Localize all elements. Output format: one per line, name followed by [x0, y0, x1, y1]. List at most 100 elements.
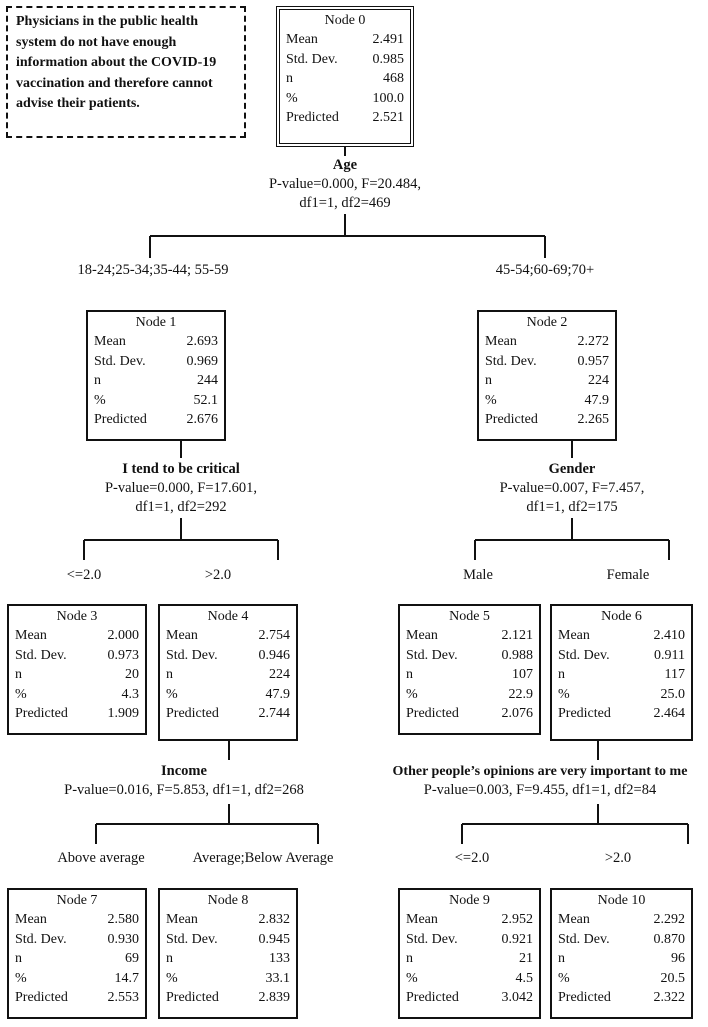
connector-income-to-children	[95, 804, 319, 844]
node-pred-value: 2.464	[653, 706, 686, 721]
split-i-tend-to-be-critical: I tend to be critical P-value=0.000, F=1…	[56, 460, 306, 517]
question-note: Physicians in the public health system d…	[6, 6, 246, 138]
node-sd-value: 0.973	[107, 647, 140, 663]
node-mean-value: 2.832	[258, 912, 291, 927]
row-label-pct: %	[286, 90, 298, 106]
node-sd-value: 0.870	[653, 931, 686, 947]
node-n-value: 244	[197, 373, 218, 388]
node-pred-value: 2.521	[372, 110, 405, 125]
node-title: Node 6	[601, 609, 642, 624]
node-pct-value: 52.1	[193, 392, 219, 408]
node-mean-value: 2.693	[186, 334, 219, 349]
node-n-value: 117	[664, 667, 685, 682]
split-variable: Income	[161, 763, 207, 779]
split-stats-line1: P-value=0.000, F=20.484,	[268, 176, 422, 192]
branch-label-critical-left: <=2.0	[66, 567, 102, 583]
node-pct-value: 14.7	[114, 970, 140, 986]
row-label-mean: Mean	[406, 628, 438, 643]
node-pred-value: 2.744	[258, 706, 291, 721]
node-title: Node 8	[207, 893, 249, 908]
node-pct-value: 33.1	[265, 970, 291, 986]
node-title: Node 9	[449, 893, 490, 908]
row-label-sd: Std. Dev.	[406, 647, 458, 663]
row-label-pct: %	[166, 970, 178, 986]
row-label-n: n	[15, 951, 22, 966]
node-n-value: 224	[588, 373, 609, 388]
node-mean-value: 2.410	[653, 628, 686, 643]
row-label-pred: Predicted	[166, 990, 219, 1005]
row-label-pct: %	[406, 686, 418, 702]
row-label-pred: Predicted	[286, 110, 339, 125]
row-label-pct: %	[558, 686, 570, 702]
split-stats-line1: P-value=0.007, F=7.457,	[499, 480, 645, 496]
node-mean-value: 2.272	[577, 334, 610, 349]
node-mean-value: 2.491	[372, 32, 405, 47]
split-variable: Age	[332, 157, 358, 173]
branch-label-income-right: Average;Below Average	[192, 850, 334, 866]
row-label-pred: Predicted	[558, 706, 611, 721]
connector-gender-to-children	[474, 518, 670, 560]
node-sd-value: 0.988	[501, 647, 534, 663]
node-pred-value: 2.076	[501, 706, 534, 721]
row-label-sd: Std. Dev.	[406, 931, 458, 947]
node-n-value: 69	[125, 951, 139, 966]
row-label-pred: Predicted	[406, 990, 459, 1005]
row-label-mean: Mean	[166, 912, 198, 927]
node-n-value: 224	[269, 667, 290, 682]
node-title: Node 5	[449, 609, 490, 624]
node-sd-value: 0.946	[258, 647, 291, 663]
node-pred-value: 1.909	[107, 706, 140, 721]
row-label-n: n	[558, 951, 565, 966]
split-stats-line1: P-value=0.003, F=9.455, df1=1, df2=84	[423, 782, 657, 798]
row-label-n: n	[286, 71, 293, 86]
branch-label-age-left: 18-24;25-34;35-44; 55-59	[77, 262, 229, 278]
node-pred-value: 2.322	[653, 990, 686, 1005]
row-label-pred: Predicted	[558, 990, 611, 1005]
branch-label-opinions-left: <=2.0	[454, 850, 490, 866]
branch-label-critical-right: >2.0	[204, 567, 232, 583]
row-label-pred: Predicted	[166, 706, 219, 721]
node-title: Node 3	[56, 609, 98, 624]
node-n-value: 21	[519, 951, 533, 966]
row-label-n: n	[15, 667, 22, 682]
node-pct-value: 4.3	[121, 686, 140, 702]
split-stats-line2: df1=1, df2=292	[135, 499, 227, 515]
row-label-pred: Predicted	[406, 706, 459, 721]
row-label-sd: Std. Dev.	[286, 51, 338, 67]
branch-label-age-right: 45-54;60-69;70+	[495, 262, 595, 278]
row-label-n: n	[406, 951, 413, 966]
row-label-mean: Mean	[15, 628, 47, 643]
row-label-sd: Std. Dev.	[558, 931, 610, 947]
row-label-n: n	[166, 667, 173, 682]
connector-critical-to-children	[83, 518, 279, 560]
node-title: Node 4	[207, 609, 249, 624]
split-age: Age P-value=0.000, F=20.484, df1=1, df2=…	[195, 156, 495, 213]
connector-age-to-children	[149, 214, 546, 258]
node-pct-value: 47.9	[265, 686, 291, 702]
row-label-mean: Mean	[558, 628, 590, 643]
node-sd-value: 0.985	[372, 51, 405, 67]
split-gender: Gender P-value=0.007, F=7.457, df1=1, df…	[447, 460, 697, 517]
node-pred-value: 2.839	[258, 990, 291, 1005]
split-variable: I tend to be critical	[122, 461, 240, 477]
row-label-pred: Predicted	[15, 990, 68, 1005]
split-other-peoples-opinions: Other people’s opinions are very importa…	[372, 762, 708, 800]
row-label-pred: Predicted	[94, 412, 147, 427]
node-n-value: 468	[383, 71, 404, 86]
node-mean-value: 2.121	[501, 628, 534, 643]
node-title: Node 2	[526, 315, 568, 330]
row-label-pct: %	[15, 970, 27, 986]
node-n-value: 20	[125, 667, 139, 682]
node-title: Node 7	[56, 893, 98, 908]
row-label-sd: Std. Dev.	[94, 353, 146, 369]
node-n-value: 96	[671, 951, 685, 966]
split-variable: Other people’s opinions are very importa…	[392, 764, 688, 779]
split-income: Income P-value=0.016, F=5.853, df1=1, df…	[14, 762, 354, 800]
row-label-mean: Mean	[485, 334, 517, 349]
split-stats-line1: P-value=0.000, F=17.601,	[104, 480, 258, 496]
